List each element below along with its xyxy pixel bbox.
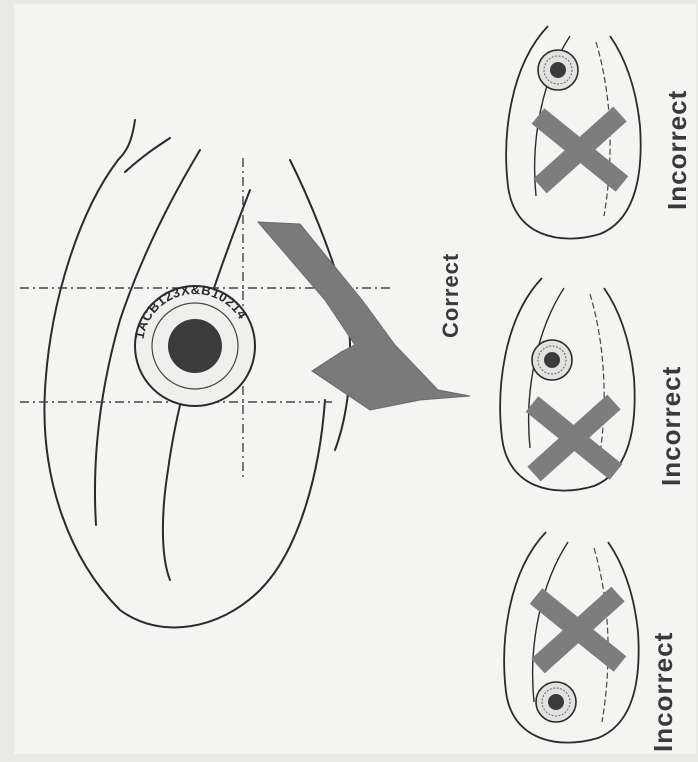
small-stamp-dot — [550, 62, 566, 78]
incorrect-cross-icon — [532, 402, 616, 474]
incorrect-label-bottom: Incorrect — [648, 632, 679, 752]
incorrect-figure-top — [506, 26, 640, 239]
outer-contour-tail — [125, 138, 170, 172]
incorrect-cross-icon — [538, 114, 622, 186]
stamp-marker: 1ACB123X&B10214 — [132, 282, 255, 406]
incorrect-figure-bottom — [504, 532, 638, 743]
incorrect-figure-middle — [500, 278, 634, 491]
small-stamp-dot — [544, 352, 560, 368]
incorrect-label-top: Incorrect — [662, 90, 693, 210]
small-stamp-dot — [548, 694, 564, 710]
correct-label: Correct — [438, 253, 464, 338]
stamp-center-dot — [168, 319, 222, 373]
incorrect-label-middle: Incorrect — [656, 366, 687, 486]
